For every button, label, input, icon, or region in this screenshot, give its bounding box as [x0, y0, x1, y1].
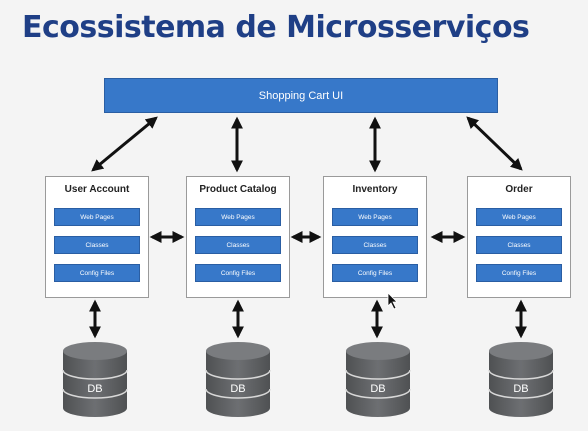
- arrow-ui-user-account: [91, 116, 158, 172]
- service-title: Product Catalog: [199, 184, 277, 195]
- service-title: User Account: [64, 184, 130, 195]
- classes-box: Classes: [476, 236, 562, 254]
- page-title: Ecossistema de Microsserviços: [22, 10, 530, 45]
- web-pages-box: Web Pages: [54, 208, 140, 226]
- shopping-cart-ui-label: Shopping Cart UI: [258, 89, 344, 102]
- config-files-box: Config Files: [476, 264, 562, 282]
- shopping-cart-ui-box: Shopping Cart UI: [104, 78, 498, 113]
- web-pages-box: Web Pages: [195, 208, 281, 226]
- mouse-cursor-icon: [387, 292, 398, 310]
- config-files-box: Config Files: [195, 264, 281, 282]
- database-label: DB: [370, 383, 385, 395]
- arrow-ui-order: [466, 116, 523, 171]
- config-files-box: Config Files: [54, 264, 140, 282]
- config-files-box: Config Files: [332, 264, 418, 282]
- database-icon-1: DB: [62, 342, 128, 417]
- database-icon-2: DB: [205, 342, 271, 417]
- service-title: Order: [505, 184, 533, 195]
- classes-box: Classes: [54, 236, 140, 254]
- service-title: Inventory: [352, 184, 398, 195]
- service-user-account: User Account Web Pages Classes Config Fi…: [45, 176, 149, 298]
- classes-box: Classes: [195, 236, 281, 254]
- database-label: DB: [513, 383, 528, 395]
- web-pages-box: Web Pages: [332, 208, 418, 226]
- database-label: DB: [230, 383, 245, 395]
- service-order: Order Web Pages Classes Config Files: [467, 176, 571, 298]
- database-icon-3: DB: [345, 342, 411, 417]
- database-label: DB: [87, 383, 102, 395]
- web-pages-box: Web Pages: [476, 208, 562, 226]
- database-icon-4: DB: [488, 342, 554, 417]
- service-product-catalog: Product Catalog Web Pages Classes Config…: [186, 176, 290, 298]
- classes-box: Classes: [332, 236, 418, 254]
- service-inventory: Inventory Web Pages Classes Config Files: [323, 176, 427, 298]
